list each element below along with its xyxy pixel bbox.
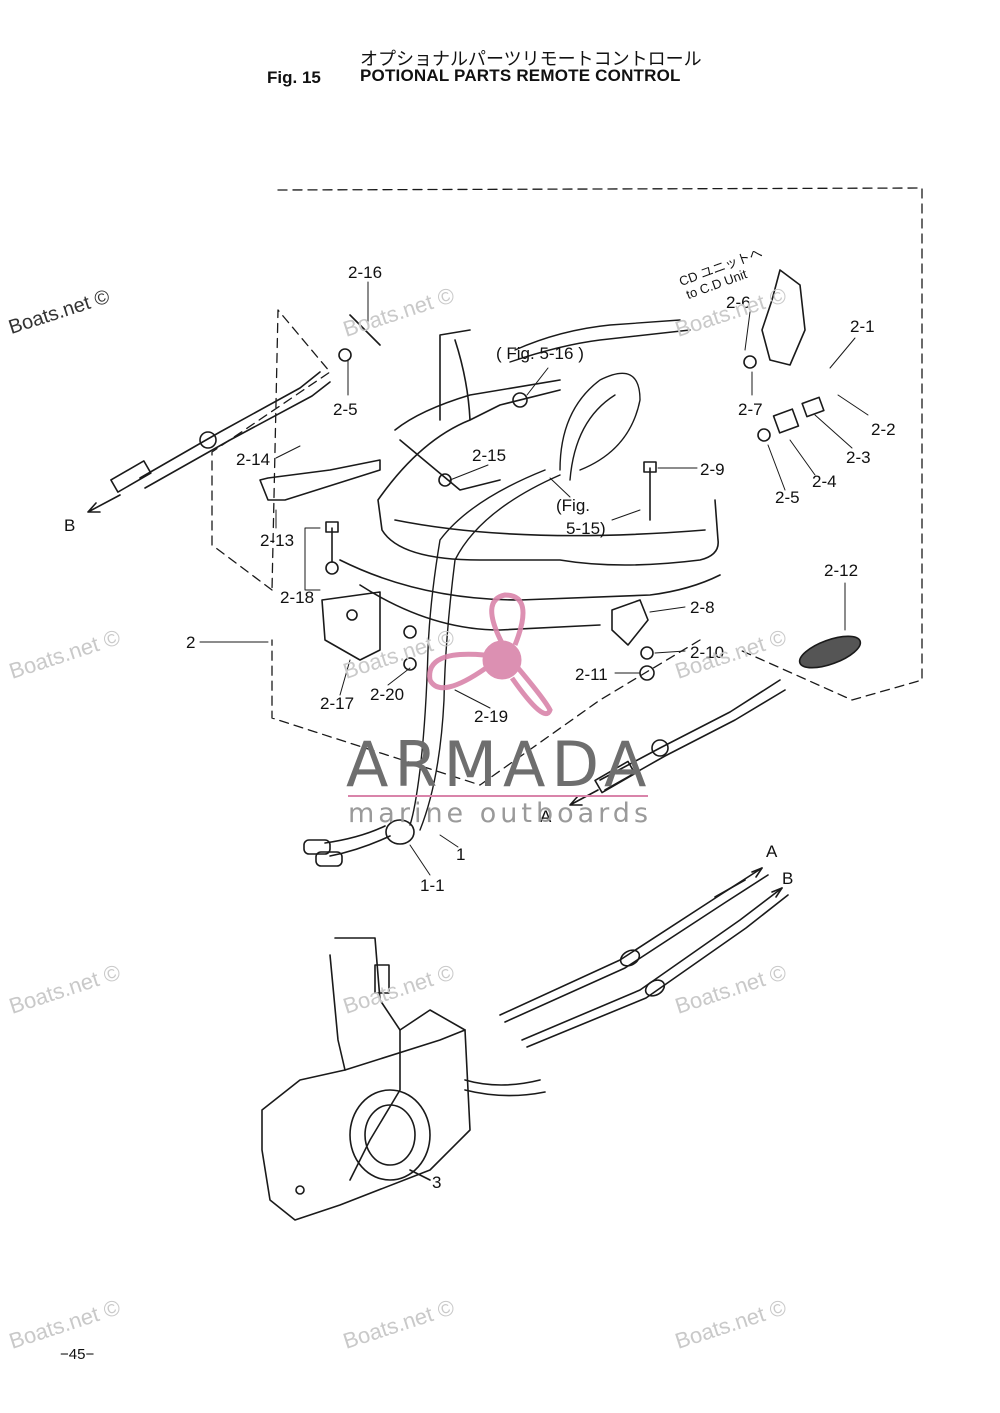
bracket-2-14 — [259, 459, 381, 501]
arrow-label-a-upper: A — [540, 807, 552, 826]
arrow-label-b-lower: B — [782, 869, 794, 888]
arrow-a-upper — [569, 789, 599, 806]
callout-2-18: 2-18 — [280, 588, 315, 607]
callout-2-15: 2-15 — [472, 446, 507, 465]
remote-control-box-3 — [261, 937, 546, 1221]
bracket-2-8 — [611, 599, 649, 646]
armada-brand-tagline: marine outboards — [348, 798, 653, 829]
screw-2-16 — [349, 314, 381, 346]
callout-2-5-right: 2-5 — [775, 488, 800, 507]
callout-2-19: 2-19 — [474, 707, 509, 726]
leader-lines — [199, 281, 869, 876]
callout-2-17: 2-17 — [320, 694, 355, 713]
figure-number: Fig. 15 — [267, 68, 321, 87]
callout-3: 3 — [432, 1173, 442, 1192]
callout-2-12: 2-12 — [824, 561, 859, 580]
callout-2-3: 2-3 — [846, 448, 871, 467]
callout-2-9: 2-9 — [700, 460, 725, 479]
title-japanese: オプショナルパーツリモートコントロール — [360, 49, 702, 70]
callout-2-7: 2-7 — [738, 400, 763, 419]
fig-5-15-note-a: (Fig. — [556, 496, 590, 515]
armada-brand-name: ARMADA — [346, 728, 653, 801]
cable-b-upper — [110, 371, 331, 493]
callout-2-5: 2-5 — [333, 400, 358, 419]
callout-2-4: 2-4 — [812, 472, 837, 491]
plate-2-17 — [321, 591, 381, 661]
callout-2-16: 2-16 — [348, 263, 383, 282]
callout-2-11: 2-11 — [575, 665, 608, 684]
fig-5-16-note: ( Fig. 5-16 ) — [496, 344, 584, 363]
grip-2-12 — [798, 635, 862, 669]
cowling-base — [339, 329, 721, 631]
arrow-label-b-upper: B — [64, 516, 76, 535]
callout-2-1: 2-1 — [850, 317, 875, 336]
spring-2-4 — [772, 408, 800, 434]
callout-1: 1 — [456, 845, 466, 864]
arrow-b-upper — [87, 494, 121, 513]
title-english: POTIONAL PARTS REMOTE CONTROL — [360, 66, 681, 85]
callout-2-20: 2-20 — [370, 685, 405, 704]
cable-b-lower-pair — [521, 887, 789, 1048]
collar-2-3 — [801, 396, 825, 418]
link-plate-2-1 — [761, 269, 806, 366]
callout-1-1: 1-1 — [420, 876, 445, 895]
page-number: −45− — [60, 1346, 95, 1363]
armada-logo-mark — [427, 592, 553, 717]
fig-5-15-note-b: 5-15) — [566, 519, 606, 538]
callout-2-2: 2-2 — [871, 420, 896, 439]
callout-2-6: 2-6 — [726, 293, 751, 312]
cable-a-lower — [594, 679, 786, 794]
arrow-label-a-lower: A — [766, 842, 778, 861]
grommet-1-1 — [385, 819, 415, 845]
group-2-boundary — [211, 187, 923, 786]
brand-divider — [348, 795, 648, 797]
cable-a-lower-pair — [499, 867, 769, 1023]
callout-2-14: 2-14 — [236, 450, 271, 469]
callout-2: 2 — [186, 633, 196, 652]
wiring-harness — [409, 319, 691, 831]
callout-2-8: 2-8 — [690, 598, 715, 617]
callout-2-13: 2-13 — [260, 531, 295, 550]
callout-2-10: 2-10 — [690, 643, 725, 662]
